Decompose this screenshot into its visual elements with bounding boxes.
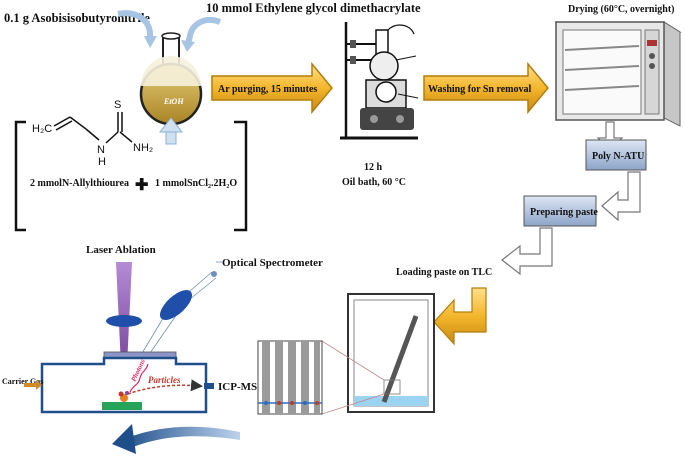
svg-text:H₂C: H₂C	[32, 123, 52, 135]
drying-label: Drying (60°C, overnight)	[568, 4, 675, 15]
ar-purging-label: Ar purging, 15 minutes	[218, 84, 317, 95]
paste-label: Preparing paste	[530, 207, 598, 218]
laser-lens	[106, 315, 142, 327]
allylthiourea-structure: H₂C N H S NH₂	[32, 99, 153, 168]
svg-text:NH₂: NH₂	[133, 142, 153, 154]
particles-label: Particles	[148, 375, 181, 385]
carrier-gas-inlet	[24, 383, 36, 387]
monomer-label: 2 mmolN-Allylthiourea	[30, 178, 129, 189]
bracket-left	[14, 120, 26, 232]
return-arrow	[122, 426, 240, 450]
polymer-label: Poly N-ATU	[592, 151, 644, 162]
loading-label: Loading paste on TLC	[396, 267, 492, 278]
flask-icon	[139, 32, 203, 126]
icp-label: ICP-MS	[218, 381, 257, 393]
reaction-bath-label: Oil bath, 60 °C	[342, 177, 406, 188]
ar-purging-arrow	[211, 61, 333, 115]
svg-text:S: S	[114, 99, 121, 111]
washing-arrow	[423, 61, 549, 115]
crosslinker-arrow	[185, 16, 222, 45]
ablation-chamber	[40, 351, 208, 414]
initiator-label: 0.1 g Asobisisobutyronitrile	[4, 11, 150, 25]
particles-path	[127, 379, 203, 395]
reaction-time-label: 12 h	[364, 162, 383, 173]
icp-outlet	[204, 383, 214, 389]
washing-label: Washing for Sn removal	[428, 84, 531, 95]
oven-icon	[554, 21, 682, 127]
to-paste-arrow	[601, 171, 641, 222]
spectrometer-label: Optical Spectrometer	[222, 257, 323, 269]
crosslinker-label: 10 mmol Ethylene glycol dimethacrylate	[206, 1, 421, 15]
photon-path	[129, 363, 149, 393]
plus-icon: ✚	[135, 177, 148, 194]
tlc-tank-icon	[347, 293, 435, 413]
bracket-right	[234, 120, 248, 232]
laser-label: Laser Ablation	[86, 244, 156, 256]
to-tlc-arrow	[433, 287, 487, 346]
flask-label: EtOH	[163, 97, 184, 106]
tlc-lanes-icon	[257, 340, 323, 415]
initiator-arrow	[117, 10, 153, 40]
reaction-setup-icon	[340, 22, 419, 140]
preparing-paste-box	[523, 195, 597, 227]
to-loading-arrow	[501, 227, 553, 276]
svg-text:N: N	[97, 144, 105, 156]
tin-salt-label: 1 mmolSnCl₂.2H₂O	[155, 178, 237, 189]
svg-text:H: H	[98, 156, 106, 168]
poly-natu-box	[585, 139, 647, 171]
carrier-gas-label: Carrier Gas	[2, 377, 43, 386]
